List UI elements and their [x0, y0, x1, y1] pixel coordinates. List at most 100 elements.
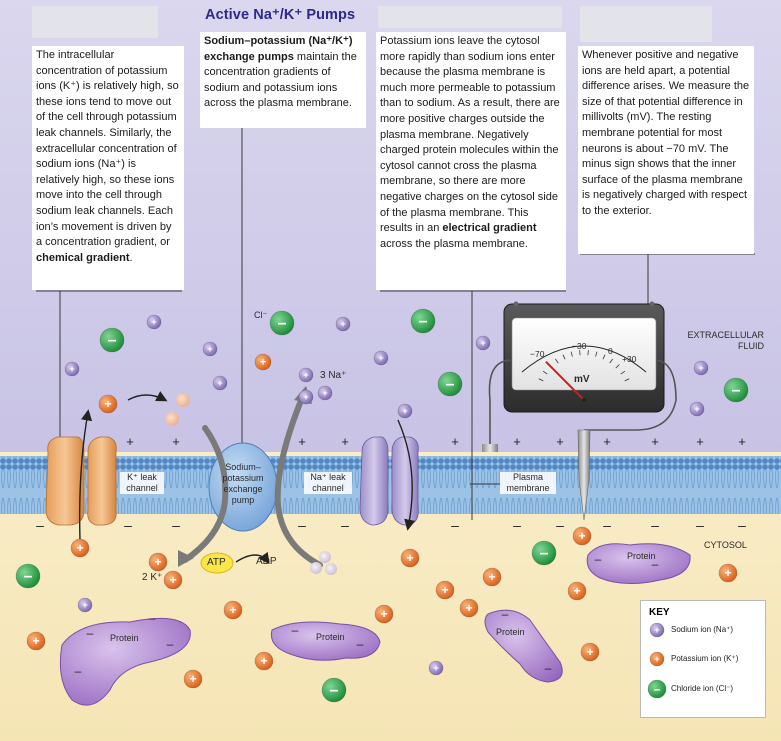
potassium-ion: +: [718, 563, 738, 583]
chloride-ion: –: [647, 679, 667, 699]
protein-negative-charge: –: [652, 557, 659, 571]
svg-text:+: +: [151, 317, 157, 328]
svg-text:+: +: [76, 541, 83, 555]
svg-text:+: +: [402, 406, 408, 417]
svg-text:–: –: [107, 331, 116, 349]
svg-text:+: +: [433, 663, 439, 674]
svg-text:+: +: [441, 583, 448, 597]
positive-charge-sign: +: [651, 434, 659, 449]
protein-negative-charge: –: [149, 611, 156, 625]
negative-charge-sign: –: [651, 517, 659, 533]
chloride-ion: –: [321, 677, 347, 703]
meter-wire-left: [488, 359, 513, 444]
negative-charge-sign: –: [172, 517, 180, 533]
membrane-charge-signs: +++++++++++––––––––––––––––––––––: [36, 434, 746, 678]
electrical-gradient-end: across the plasma membrane.: [380, 237, 528, 250]
sodium-ion: +: [202, 341, 218, 357]
positive-charge-sign: +: [513, 434, 521, 449]
membrane-potential-body: Whenever positive and negative ions are …: [582, 49, 750, 217]
protein-shape: [270, 621, 381, 661]
svg-text:+: +: [406, 551, 413, 565]
chemical-gradient-end: .: [129, 251, 133, 264]
svg-text:+: +: [578, 529, 585, 543]
recording-electrode: [577, 429, 591, 521]
proteins: [59, 543, 691, 706]
meter-tick-mark: [595, 351, 598, 357]
meter-tick-minus30: −30: [572, 341, 587, 351]
positive-charge-sign: +: [341, 434, 349, 449]
chloride-ion: –: [410, 308, 436, 334]
chloride-ion: –: [531, 540, 557, 566]
protein-label: Protein: [316, 632, 345, 642]
svg-text:+: +: [69, 364, 75, 375]
svg-text:+: +: [207, 344, 213, 355]
sodium-ion: +: [693, 360, 709, 376]
svg-text:–: –: [329, 681, 338, 699]
chemical-gradient-text: The intracellular concentration of potas…: [32, 46, 184, 290]
potassium-ion: +: [459, 598, 479, 618]
protein-label: Protein: [496, 627, 525, 637]
key-potassium-label: Potassium ion (K⁺): [671, 654, 739, 663]
protein-negative-charge: –: [545, 661, 552, 675]
na-leak-arrow: [397, 419, 416, 531]
membrane-potential-text: Whenever positive and negative ions are …: [578, 46, 754, 254]
meter-tick-mark: [624, 378, 630, 382]
potassium-ion: +: [254, 353, 272, 371]
potassium-ion: +: [580, 642, 600, 662]
extracellular-label: EXTRACELLULAR FLUID: [687, 330, 764, 351]
svg-text:+: +: [586, 645, 593, 659]
positive-charge-sign: +: [298, 434, 306, 449]
adp-label: ADP: [256, 556, 277, 567]
potassium-inflow-arrowhead: [178, 550, 194, 567]
meter-tick-minus70: −70: [530, 349, 545, 359]
potassium-ion: +: [26, 631, 46, 651]
svg-text:+: +: [654, 625, 660, 636]
sodium-ion: +: [212, 375, 228, 391]
protein-negative-charge: –: [357, 637, 364, 651]
atp-arrow: [235, 551, 270, 565]
atp-label: ATP: [207, 557, 226, 568]
svg-text:+: +: [217, 378, 223, 389]
svg-text:+: +: [229, 603, 236, 617]
meter-tick-zero: 0: [608, 346, 613, 356]
negative-charge-sign: –: [603, 517, 611, 533]
ions: +++++++++++++++++++++++++++++++++–––––––…: [15, 308, 749, 703]
k-exit-arrow: [127, 391, 168, 402]
svg-text:+: +: [380, 607, 387, 621]
negative-charge-sign: –: [341, 517, 349, 533]
negative-charge-sign: –: [513, 517, 521, 533]
meter-tick-mark: [615, 364, 620, 369]
pump-bound-ions: [165, 393, 337, 575]
protein-negative-charge: –: [167, 637, 174, 651]
negative-charge-sign: –: [738, 517, 746, 533]
potassium-ion: +: [254, 651, 274, 671]
sodium-ion: +: [317, 385, 333, 401]
chloride-ion: –: [723, 377, 749, 403]
meter-tick-plus30: +30: [622, 354, 637, 364]
key-chloride-label: Chloride ion (Cl⁻): [671, 684, 734, 693]
meter-tick-mark: [620, 370, 626, 375]
svg-text:–: –: [654, 682, 661, 696]
chloride-ion: –: [99, 327, 125, 353]
voltmeter: [503, 301, 665, 413]
svg-text:–: –: [418, 312, 427, 330]
potassium-ion: +: [98, 394, 118, 414]
potassium-inflow-arrow: [182, 425, 229, 563]
key-title: KEY: [649, 607, 670, 618]
heading-placeholder: [378, 6, 562, 28]
meter-tick-mark: [538, 378, 544, 382]
protein-label: Protein: [627, 551, 656, 561]
potassium-ion: +: [163, 570, 183, 590]
svg-text:–: –: [445, 375, 454, 393]
svg-text:+: +: [154, 555, 161, 569]
sodium-ion: +: [298, 389, 314, 405]
potassium-ion: +: [70, 538, 90, 558]
sodium-ion: +: [146, 314, 162, 330]
sodium-ion: +: [397, 403, 413, 419]
meter-unit: mV: [574, 374, 590, 385]
sodium-ion: +: [77, 597, 93, 613]
positive-charge-sign: +: [556, 434, 564, 449]
